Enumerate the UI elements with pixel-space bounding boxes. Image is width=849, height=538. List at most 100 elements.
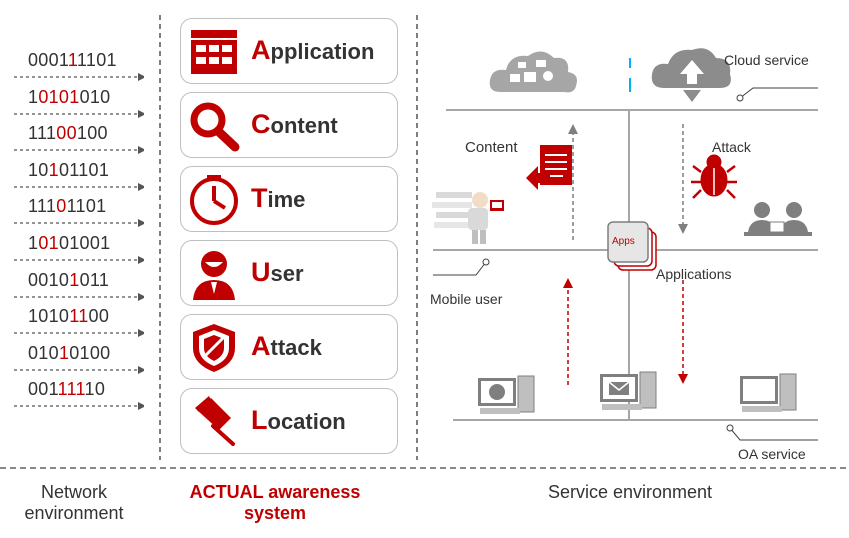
binary-digits-highlight: 1 <box>58 342 70 363</box>
binary-digits-highlight: 1 <box>67 50 77 70</box>
binary-digits-highlight: 0 <box>56 196 67 217</box>
cloud-upload-icon <box>651 48 731 102</box>
awareness-label: User <box>251 257 304 288</box>
binary-digits: 1101 <box>76 50 117 70</box>
binary-digits: 0100 <box>69 342 111 363</box>
binary-digits: 00 <box>88 306 110 327</box>
awareness-card: User <box>180 240 398 306</box>
binary-digits: 111 <box>28 123 57 144</box>
office-users-icon <box>744 202 812 236</box>
awareness-card: Attack <box>180 314 398 380</box>
binary-digits: 010 <box>28 342 59 363</box>
awareness-initial: L <box>251 405 268 435</box>
cloud-apps-icon <box>489 51 577 93</box>
binary-row: 11101101 <box>28 196 138 217</box>
binary-digits: 1 <box>28 233 39 253</box>
binary-digits-highlight: 0101 <box>38 86 80 107</box>
globe-computer-icon <box>478 375 535 414</box>
binary-digits: 01101 <box>58 159 110 180</box>
binary-digits: 1101 <box>66 196 107 217</box>
binary-digits-highlight: 11 <box>69 306 89 327</box>
awareness-label: Location <box>251 405 346 436</box>
shield-icon <box>187 322 243 374</box>
awareness-rest: ontent <box>270 113 338 138</box>
binary-digits: 01001 <box>58 233 111 253</box>
network-environment-caption: Network environment <box>24 482 124 523</box>
stream-arrow <box>14 73 144 81</box>
content-document-icon <box>526 145 572 190</box>
desktop-computer-icon <box>740 373 797 412</box>
stream-arrow <box>14 109 144 118</box>
awareness-rest: ttack <box>270 335 322 360</box>
binary-digits: 0010 <box>28 269 70 290</box>
stream-arrow <box>14 219 144 228</box>
pushpin-icon <box>187 396 243 448</box>
stream-arrow <box>14 365 144 374</box>
binary-digits-highlight: 1 <box>48 159 59 180</box>
service-environment-caption: Service environment <box>547 482 713 502</box>
binary-row: 00101011 <box>28 270 138 291</box>
applications-label: Applications <box>656 266 732 282</box>
binary-digits: 0001 <box>28 50 68 70</box>
awareness-rest: ime <box>267 187 306 212</box>
stream-arrow <box>14 182 144 191</box>
binary-row: 10101101 <box>28 160 138 181</box>
binary-row: 10101001 <box>28 233 138 254</box>
binary-digits: 100 <box>76 123 108 144</box>
awareness-initial: T <box>251 183 268 213</box>
awareness-initial: U <box>251 257 271 287</box>
awareness-card: Application <box>180 18 398 84</box>
awareness-initial: A <box>251 35 271 65</box>
user-icon <box>187 248 243 300</box>
binary-digits: 10 <box>28 159 49 180</box>
clock-icon <box>187 174 243 226</box>
stream-arrow <box>14 329 144 338</box>
binary-digits-highlight: 111 <box>57 379 85 400</box>
binary-digits-highlight: 1 <box>69 269 80 290</box>
mail-computer-icon <box>600 371 657 410</box>
awareness-label: Application <box>251 35 374 66</box>
binary-digits: 111 <box>28 196 57 217</box>
awareness-rest: ser <box>270 261 304 286</box>
awareness-card: Location <box>180 388 398 454</box>
binary-digits-highlight: 00 <box>56 123 77 144</box>
oa-service-label: OA service <box>738 446 806 462</box>
binary-digits: 011 <box>79 269 110 290</box>
apps-stack-icon <box>607 221 657 271</box>
mobile-user-label: Mobile user <box>430 291 503 307</box>
binary-digits: 10 <box>84 379 106 400</box>
awareness-card: Time <box>180 166 398 232</box>
apps-badge: Apps <box>612 236 635 247</box>
calendar-icon <box>187 26 243 78</box>
awareness-initial: C <box>251 109 271 139</box>
binary-row: 11100100 <box>28 123 138 144</box>
stream-arrow <box>14 146 144 155</box>
binary-digits-highlight: 01 <box>38 233 59 253</box>
binary-digits: 010 <box>79 86 111 107</box>
awareness-label: Time <box>251 183 305 214</box>
binary-digits: 001 <box>28 379 58 400</box>
stream-arrow <box>14 292 144 301</box>
magnifier-icon <box>187 100 243 152</box>
awareness-label: Attack <box>251 331 322 362</box>
binary-row: 10101100 <box>28 306 138 327</box>
binary-digits: 1010 <box>28 306 70 327</box>
stream-arrow <box>14 256 144 264</box>
service-diagram <box>432 48 818 441</box>
binary-digits: 1 <box>28 86 39 107</box>
binary-row: 000111101 <box>28 50 138 71</box>
content-label: Content <box>465 139 518 156</box>
binary-row: 10101010 <box>28 87 138 108</box>
bug-icon <box>691 154 737 199</box>
actual-awareness-caption: ACTUAL awareness system <box>189 482 361 523</box>
awareness-rest: ocation <box>267 409 346 434</box>
awareness-rest: pplication <box>270 39 375 64</box>
mobile-user-icon <box>432 192 504 244</box>
awareness-label: Content <box>251 109 338 140</box>
awareness-card: Content <box>180 92 398 158</box>
binary-row: 00111110 <box>28 379 138 400</box>
stream-arrow <box>14 402 144 411</box>
attack-label: Attack <box>712 139 751 155</box>
binary-row: 01010100 <box>28 343 138 364</box>
